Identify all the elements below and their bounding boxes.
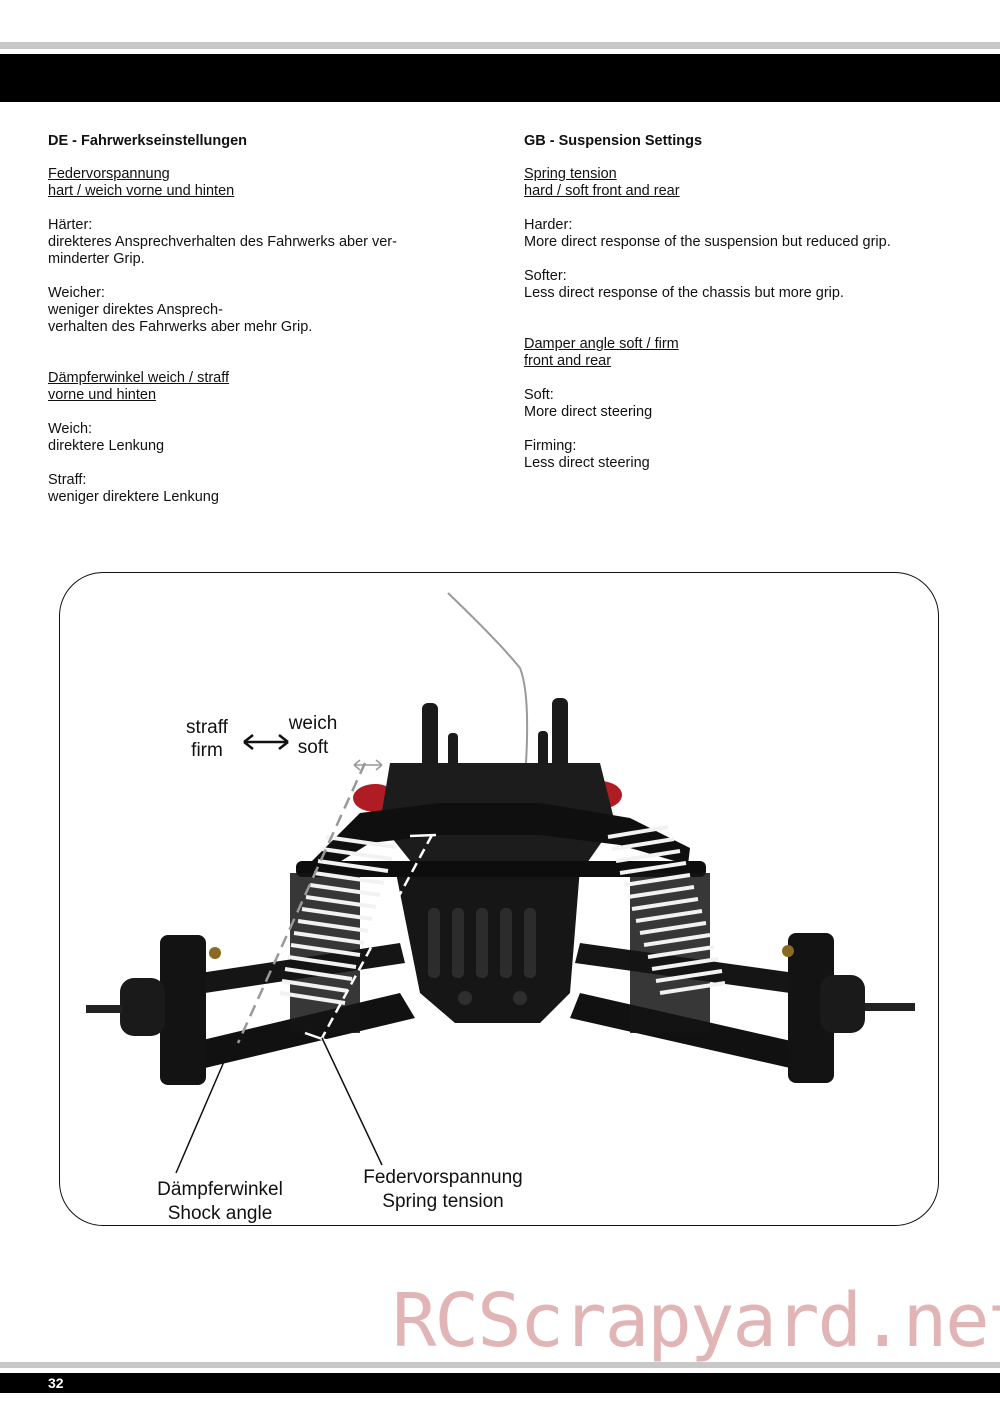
german-column: DE - Fahrwerkseinstellungen Federvorspan… [48,133,428,523]
de-soft-label: Weich: [48,421,93,437]
header-band [0,54,1000,102]
soft-label: soft [297,737,329,758]
suspension-figure: straff firm weich soft Dämpferwinkel Sho… [59,572,939,1226]
de-firm-text: weniger direktere Lenkung [48,489,219,505]
gb-firm-text: Less direct steering [524,455,650,471]
gb-harder-text: More direct response of the suspension b… [524,234,891,250]
de-softer-text-1: weniger direktes Ansprech- [48,302,223,318]
spring-tension-de-label: Federvorspannung [363,1167,523,1188]
top-rule [0,42,1000,49]
de-harder-text-1: direkteres Ansprechverhalten des Fahrwer… [48,234,397,250]
firm-label: firm [191,740,223,761]
gb-damper-title-2: front and rear [524,353,612,369]
gb-softer-label: Softer: [524,268,567,284]
english-column: GB - Suspension Settings Spring tension … [524,133,944,489]
watermark: RCScrapyard.net [392,1278,1000,1364]
gb-spring-title-1: Spring tension [524,166,617,182]
de-firm-label: Straff: [48,472,87,488]
gb-heading: GB - Suspension Settings [524,133,703,149]
de-harder-text-2: minderter Grip. [48,251,145,267]
de-heading: DE - Fahrwerkseinstellungen [48,133,248,149]
shock-angle-de-label: Dämpferwinkel [157,1179,283,1200]
gb-spring-title-2: hard / soft front and rear [524,183,680,199]
rc-chassis-illustration [86,592,915,1174]
de-spring-title-1: Federvorspannung [48,166,170,182]
gb-softer-text: Less direct response of the chassis but … [524,285,844,301]
de-harder-label: Härter: [48,217,93,233]
gb-soft-label: Soft: [524,387,554,403]
gb-harder-label: Harder: [524,217,573,233]
weich-label: weich [288,713,338,734]
de-damper-title-2: vorne und hinten [48,387,157,403]
de-softer-text-2: verhalten des Fahrwerks aber mehr Grip. [48,319,313,335]
de-damper-title-1: Dämpferwinkel weich / straff [48,370,230,386]
straff-label: straff [186,717,228,738]
gb-soft-text: More direct steering [524,404,653,420]
spring-tension-en-label: Spring tension [382,1191,504,1212]
de-softer-label: Weicher: [48,285,105,301]
gb-damper-title-1: Damper angle soft / firm [524,336,679,352]
de-soft-text: direktere Lenkung [48,438,165,454]
footer-band [0,1373,1000,1393]
bottom-rule [0,1362,1000,1368]
shock-angle-en-label: Shock angle [167,1203,273,1224]
gb-firm-label: Firming: [524,438,577,454]
page-number: 32 [48,1375,64,1391]
de-spring-title-2: hart / weich vorne und hinten [48,183,235,199]
